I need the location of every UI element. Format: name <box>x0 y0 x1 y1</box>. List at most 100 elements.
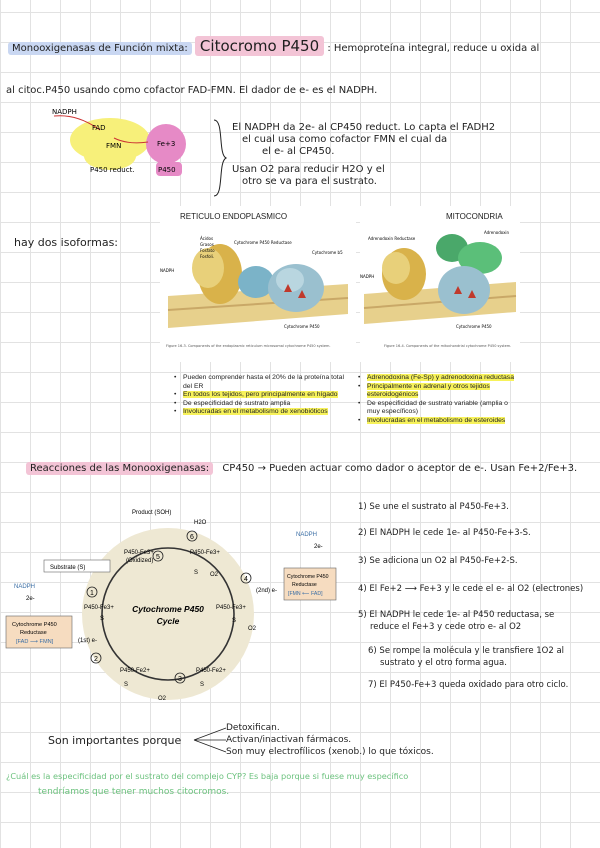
mito-p450-protein <box>438 266 490 314</box>
o2-top-right: O2 <box>210 572 219 578</box>
er-bullet-4: Involucradas en el metabolismo de xenobi… <box>174 408 350 417</box>
mito-membrane-line <box>363 295 517 309</box>
er-label-1: Ácidos <box>200 236 213 241</box>
step-num-4: 4 <box>244 576 248 583</box>
s-bottom-left: S <box>124 682 128 688</box>
er-label-4: Fosfoli. <box>200 254 214 259</box>
fad-label: FAD <box>92 124 106 132</box>
electron-arrow-2 <box>113 137 149 144</box>
reductase-lobe <box>84 142 136 170</box>
note-line-5: otro se va para el sustrato. <box>242 176 377 187</box>
section-title: Monooxigenasas de Función mixta: <box>8 42 192 55</box>
s-right: S <box>232 618 236 624</box>
er-bullet-3: De especificidad de sustrato amplia <box>174 400 350 409</box>
step-badge-2 <box>90 652 102 664</box>
fe-label: Fe+3 <box>157 140 175 148</box>
er-illustration: Ácidos Grasos Fosfato Fosfoli. Cytochrom… <box>160 236 349 329</box>
step-5: 5) El NADPH le cede 1e- al P450 reductas… <box>358 610 555 620</box>
mito-bullet-2: Principalmente en adrenal y otros tejido… <box>358 382 518 400</box>
mito-bullet-4-text: Involucradas en el metabolismo de estero… <box>367 416 506 424</box>
reductase-left-box <box>5 615 73 649</box>
mito-bullet-4: Involucradas en el metabolismo de estero… <box>358 416 518 426</box>
electron-arrow-1 <box>53 115 101 131</box>
o2-bottom: O2 <box>158 696 167 702</box>
step-badge-6 <box>186 530 198 542</box>
water-label: H2O <box>194 520 207 526</box>
oxidized-label: (Oxidized) <box>126 558 153 564</box>
substrate-box <box>43 559 111 573</box>
s-left: S <box>100 616 104 622</box>
mito-heme-icon <box>454 286 476 298</box>
er-label-8: Cytochrome P450 <box>284 324 320 329</box>
reductase-left-2: Reductase <box>20 630 47 636</box>
reductase-left-3: [FAD ⟶ FMN] <box>16 639 54 645</box>
cyp-title: Citocromo P450 <box>194 36 325 56</box>
state-right: P450-Fe3+ <box>216 605 246 611</box>
isoforms-label: hay dos isoformas: <box>14 236 119 249</box>
mito-bullet-3: De especificidad de sustrato variable (a… <box>358 400 518 417</box>
mito-label-2: Adrenodoxin <box>484 230 510 235</box>
mito-illustration: Adrenodoxin Reductase Adrenodoxin NADPH … <box>360 230 517 329</box>
step-badge-5 <box>152 550 164 562</box>
step-3: 3) Se adiciona un O2 al P450-Fe+2-S. <box>358 556 518 566</box>
mito-bullet-2-text: Principalmente en adrenal y otros tejido… <box>367 382 490 399</box>
product-label: Product (SOH) <box>132 510 171 516</box>
reductase-protein-highlight <box>192 248 224 288</box>
mito-bullet-1: Adrenodoxina (Fe-Sp) y adrenodoxina redu… <box>358 374 518 383</box>
s-top-right: S <box>194 570 198 576</box>
state-top-right: P450-Fe3+ <box>190 550 220 556</box>
first-e-label: (1st) e- <box>78 638 97 644</box>
state-left: P450-Fe3+ <box>84 605 114 611</box>
reductase-left-1: Cytochrome P450 <box>12 622 57 628</box>
importance-item-1: Detoxifican. <box>226 723 280 733</box>
er-title: RETICULO ENDOPLASMICO <box>180 212 288 221</box>
mito-panel: MITOCONDRIA Adrenodoxin Reductase Adreno… <box>360 206 520 362</box>
adrenodoxin-protein-2 <box>458 242 502 274</box>
reductase-right-2: Reductase <box>292 582 317 588</box>
step-5b: reduce el Fe+3 y cede otro e- al O2 <box>370 622 522 632</box>
importance-item-3: Son muy electrofílicos (xenob.) lo que t… <box>226 747 434 757</box>
step-6b: sustrato y el otro forma agua. <box>380 658 507 668</box>
importance-item-2: Activan/inactivan fármacos. <box>226 735 352 745</box>
twoe-right-label: 2e- <box>314 544 323 550</box>
header-line-1: : Hemoproteína integral, reduce u oxida … <box>327 43 540 54</box>
cycle-background <box>82 528 254 700</box>
mito-caption: Figure 16-4. Components of the mitochond… <box>384 344 512 348</box>
p450-cycle-diagram: Cytochrome P450 Cycle Product (SOH) H2O … <box>5 510 337 702</box>
er-bullets: Pueden comprender hasta el 20% de la pro… <box>174 374 350 417</box>
reductase-diagram: NADPH FAD FMN Fe+3 P450 P450 reduct. <box>52 108 186 176</box>
p450-protein-highlight <box>276 268 304 292</box>
er-label-3: Fosfato <box>200 248 215 253</box>
state-bottom-right: P450-Fe2+ <box>196 668 226 674</box>
mito-bullets: Adrenodoxina (Fe-Sp) y adrenodoxina redu… <box>358 374 518 426</box>
step-7: 7) El P450-Fe+3 queda oxidado para otro … <box>368 680 569 690</box>
step-badge-4 <box>240 572 252 584</box>
fmn-label: FMN <box>106 142 121 150</box>
substrate-label: Substrate (S) <box>50 565 85 571</box>
er-bullet-1: Pueden comprender hasta el 20% de la pro… <box>174 374 350 391</box>
importance-label: Son importantes porque <box>48 734 182 747</box>
step-num-1: 1 <box>90 590 94 597</box>
header-line-2: al citoc.P450 usando como cofactor FAD-F… <box>6 85 378 96</box>
nadph-right-label: NADPH <box>296 532 317 538</box>
p450-shape <box>146 124 186 164</box>
er-label-7: NADPH <box>160 268 174 273</box>
twoe-left-label: 2e- <box>26 596 35 602</box>
mito-label-3: NADPH <box>360 274 374 279</box>
note-line-2: el cual usa como cofactor FMN el cual da <box>242 134 448 145</box>
second-e-label: (2nd) e- <box>256 588 277 594</box>
mito-label-4: Cytochrome P450 <box>456 324 492 329</box>
er-bullet-2-text: En todos los tejidos, pero principalment… <box>183 391 338 399</box>
state-bottom-left: P450-Fe2+ <box>120 668 150 674</box>
er-label-6: Cytochrome b5 <box>312 250 343 255</box>
cycle-center-label-2: Cycle <box>157 616 180 626</box>
reactions-title: Reacciones de las Monooxigenasas: <box>26 462 214 475</box>
reactions-subtitle: CP450 → Pueden actuar como dador o acept… <box>222 463 578 474</box>
reductase-label: P450 reduct. <box>90 166 135 174</box>
step-num-3: 3 <box>178 676 182 683</box>
step-num-5: 5 <box>156 554 160 561</box>
cyt-b5-protein <box>238 266 274 298</box>
adrenodoxin-reductase-highlight <box>382 252 410 284</box>
step-num-6: 6 <box>190 534 194 541</box>
er-bullet-4-text: Involucradas en el metabolismo de xenobi… <box>183 408 328 416</box>
